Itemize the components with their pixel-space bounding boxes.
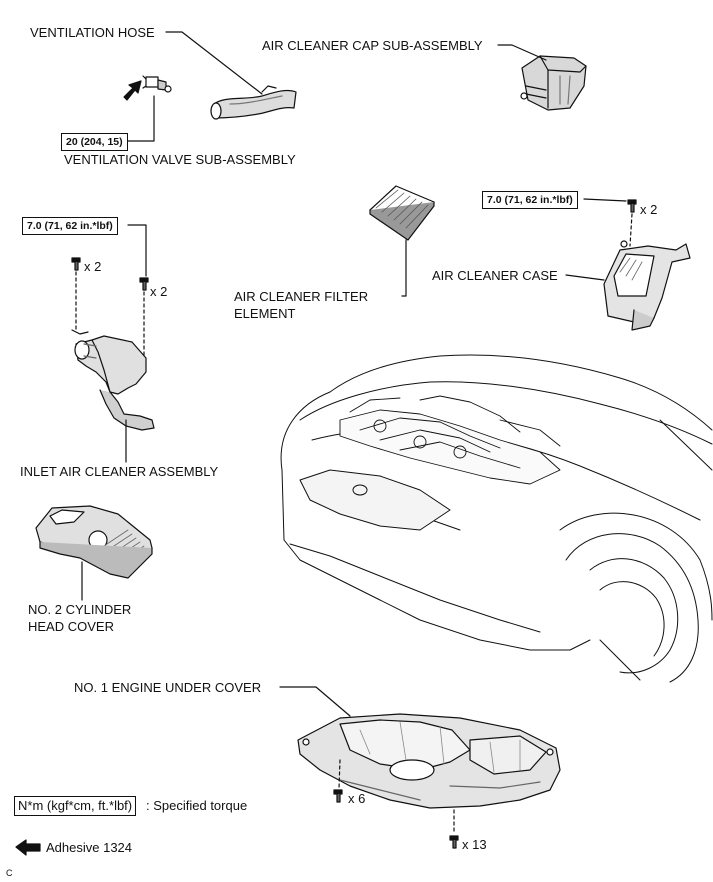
label-air-cleaner-cap: AIR CLEANER CAP SUB-ASSEMBLY bbox=[262, 38, 483, 53]
label-filter-line2: ELEMENT bbox=[234, 306, 296, 321]
torque-inlet: 7.0 (71, 62 in.*lbf) bbox=[22, 217, 118, 235]
leader-under-cover bbox=[279, 686, 351, 717]
inlet-air-cleaner-illustration bbox=[71, 329, 155, 431]
adhesive-arrow-icon bbox=[123, 80, 142, 101]
torque-case: 7.0 (71, 62 in.*lbf) bbox=[482, 191, 578, 209]
count-case: x 2 bbox=[640, 202, 658, 217]
air-cleaner-filter-illustration bbox=[369, 185, 435, 241]
bolt-icon bbox=[627, 199, 637, 213]
count-under-cover-b: x 13 bbox=[462, 837, 487, 852]
engine-under-cover-illustration bbox=[297, 713, 561, 809]
dash-case bbox=[629, 213, 633, 247]
bolt-icon bbox=[71, 257, 81, 271]
ventilation-valve-illustration bbox=[142, 75, 172, 93]
label-engine-under-cover: NO. 1 ENGINE UNDER COVER bbox=[74, 680, 262, 695]
count-inlet-right: x 2 bbox=[150, 284, 168, 299]
label-air-cleaner-case: AIR CLEANER CASE bbox=[432, 268, 558, 283]
bolt-icon bbox=[449, 835, 459, 849]
car-front-illustration bbox=[280, 354, 713, 683]
leader-cap bbox=[497, 44, 547, 61]
leader-case-torque bbox=[583, 198, 627, 202]
bolt-icon bbox=[333, 789, 343, 803]
dash-under-cover-a bbox=[338, 759, 341, 789]
count-under-cover-a: x 6 bbox=[348, 791, 366, 806]
leader-valve bbox=[127, 95, 155, 142]
leader-inlet-torque bbox=[127, 224, 147, 277]
legend-torque-box: N*m (kgf*cm, ft.*lbf) bbox=[14, 796, 137, 816]
legend-adhesive-text: Adhesive 1324 bbox=[46, 840, 133, 855]
torque-valve: 20 (204, 15) bbox=[61, 133, 128, 151]
label-ventilation-valve: VENTILATION VALVE SUB-ASSEMBLY bbox=[64, 152, 296, 167]
bolt-icon bbox=[139, 277, 149, 291]
label-ventilation-hose: VENTILATION HOSE bbox=[30, 25, 155, 40]
cylinder-head-cover-illustration bbox=[35, 505, 153, 579]
label-cyl-head-line2: HEAD COVER bbox=[28, 619, 114, 634]
leader-filter bbox=[401, 239, 407, 297]
leader-hose bbox=[165, 31, 263, 95]
legend-adhesive-arrow-icon bbox=[15, 839, 41, 856]
label-filter-line1: AIR CLEANER FILTER bbox=[234, 289, 369, 304]
legend-torque-text: : Specified torque bbox=[146, 798, 248, 813]
leader-case bbox=[565, 274, 605, 281]
corner-mark: C bbox=[6, 868, 13, 878]
count-inlet-left: x 2 bbox=[84, 259, 102, 274]
ventilation-hose-illustration bbox=[210, 85, 297, 120]
air-cleaner-cap-illustration bbox=[520, 55, 587, 111]
air-cleaner-case-illustration bbox=[603, 240, 691, 331]
label-inlet-air-cleaner: INLET AIR CLEANER ASSEMBLY bbox=[20, 464, 219, 479]
label-cyl-head-line1: NO. 2 CYLINDER bbox=[28, 602, 132, 617]
